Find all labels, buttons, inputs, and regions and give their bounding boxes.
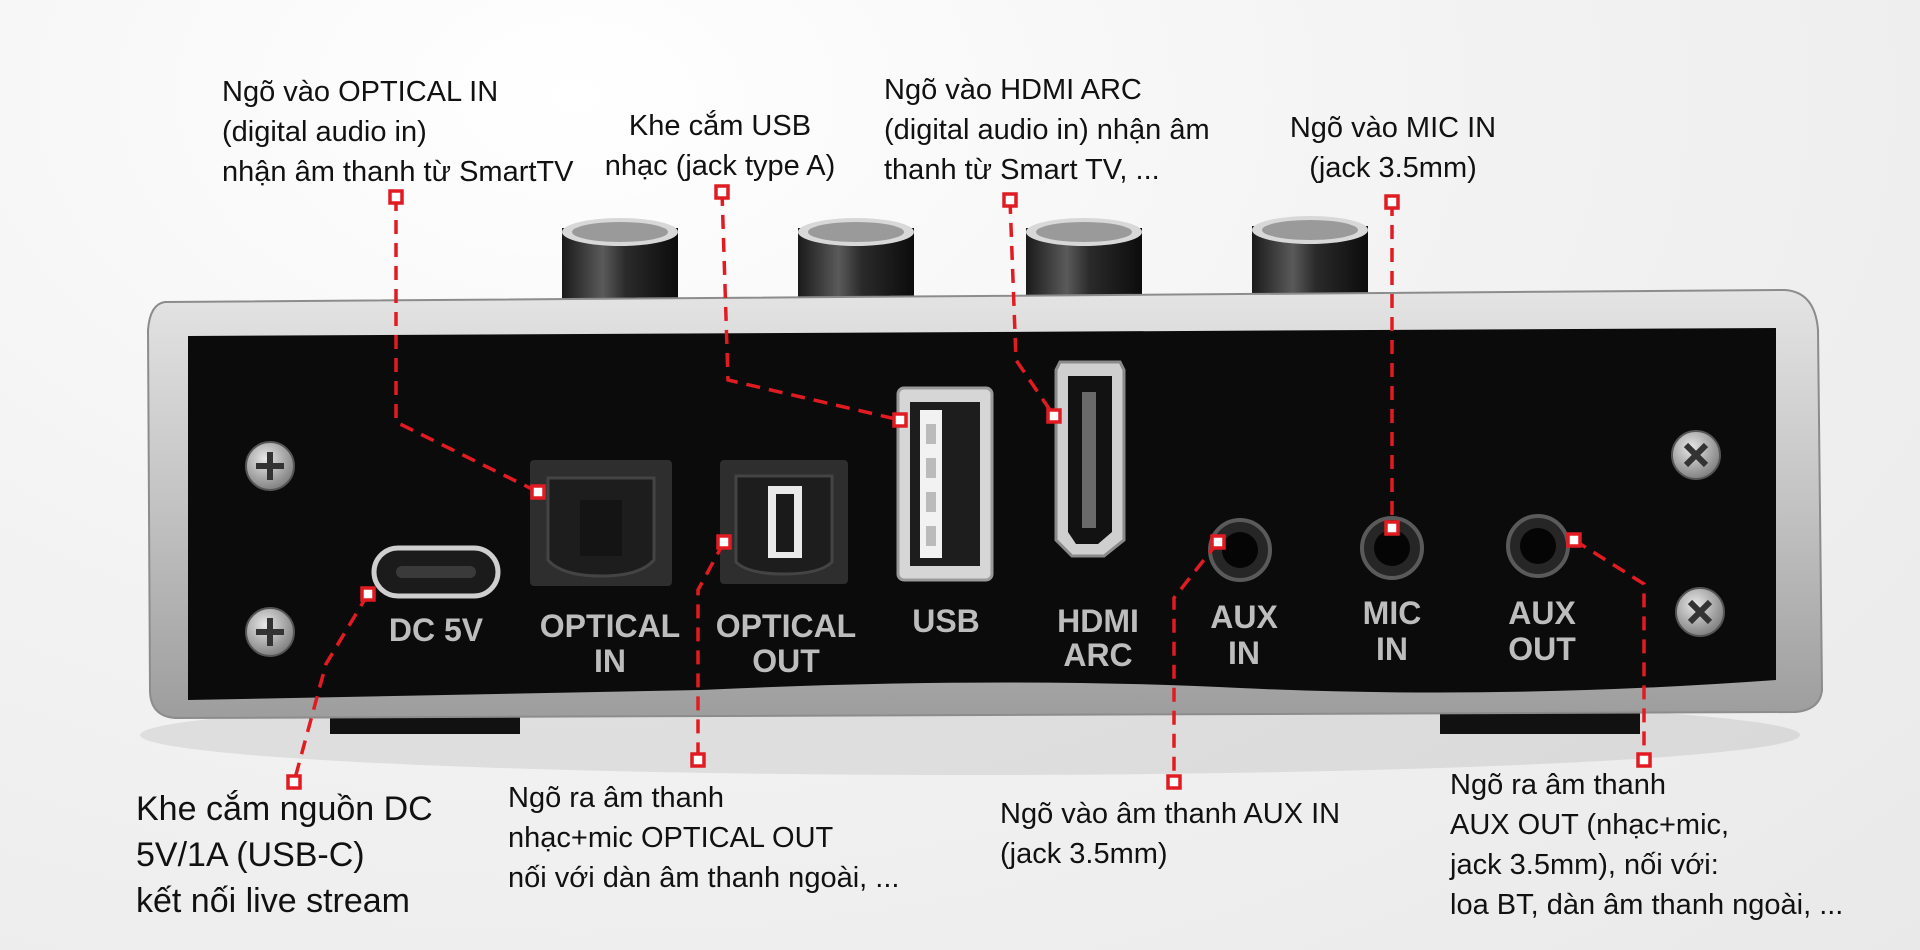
leader-dot — [1384, 194, 1400, 210]
callout-line: nhạc+mic OPTICAL OUT — [508, 822, 834, 854]
callout-aux-out: Ngõ ra âm thanh AUX OUT (nhạc+mic, jack … — [1450, 765, 1843, 925]
hdmi-port — [1054, 360, 1126, 558]
port-label-aux-out: OUT — [1508, 631, 1576, 667]
mic-in-jack — [1360, 516, 1424, 580]
callout-line: nhận âm thanh từ SmartTV — [222, 156, 574, 188]
port-label-aux-out: AUX — [1508, 595, 1576, 631]
callout-line: Ngõ vào âm thanh AUX IN — [1000, 798, 1341, 830]
callout-line: Ngõ ra âm thanh — [1450, 769, 1667, 801]
knob — [798, 218, 914, 308]
port-label-optical-out: OUT — [752, 643, 820, 679]
leader-dot — [690, 752, 706, 768]
leader-dot — [530, 484, 546, 500]
leader-dot — [360, 586, 376, 602]
callout-line: Ngõ vào HDMI ARC — [884, 74, 1142, 106]
aux-in-jack — [1208, 518, 1272, 582]
leader-dot — [1566, 532, 1582, 548]
leader-dot — [1636, 752, 1652, 768]
port-label-hdmi: ARC — [1063, 637, 1132, 673]
leader-dot — [286, 774, 302, 790]
screw — [245, 607, 295, 657]
callout-line: Khe cắm USB — [628, 110, 812, 142]
port-label-aux-in: AUX — [1210, 599, 1278, 635]
callout-line: nối với dàn âm thanh ngoài, ... — [508, 862, 900, 894]
callout-line: (digital audio in) nhận âm — [884, 114, 1210, 146]
usb-c-port — [371, 545, 501, 599]
aux-out-jack — [1506, 514, 1570, 578]
callout-line: Ngõ vào MIC IN — [1289, 112, 1497, 144]
top-knobs — [562, 216, 1368, 308]
optical-out-port — [720, 460, 848, 584]
callout-hdmi-arc: Ngõ vào HDMI ARC (digital audio in) nhận… — [884, 70, 1210, 190]
port-label-dc: DC 5V — [389, 612, 484, 648]
port-label-mic-in: IN — [1376, 631, 1408, 667]
leader-dot — [714, 184, 730, 200]
leader-dot — [1002, 192, 1018, 208]
leader-usb — [720, 191, 901, 422]
screw — [245, 441, 295, 491]
callout-line: (jack 3.5mm) — [1000, 838, 1168, 870]
port-label-optical-in: OPTICAL — [540, 608, 680, 644]
optical-in-port — [530, 460, 672, 586]
port-label-optical-out: OPTICAL — [716, 608, 856, 644]
callout-mic-in: Ngõ vào MIC IN (jack 3.5mm) — [1280, 108, 1506, 188]
leader-hdmi — [1008, 199, 1056, 417]
callout-line: Ngõ vào OPTICAL IN — [222, 76, 499, 108]
leader-dot — [388, 189, 404, 205]
leader-optical-in — [394, 197, 539, 494]
callout-line: AUX OUT (nhạc+mic, — [1450, 809, 1730, 841]
callout-aux-in: Ngõ vào âm thanh AUX IN (jack 3.5mm) — [1000, 794, 1340, 874]
leader-dot — [1384, 520, 1400, 536]
callout-usb: Khe cắm USB nhạc (jack type A) — [600, 106, 840, 186]
leader-aux-in — [1172, 540, 1220, 782]
leader-dot — [1046, 408, 1062, 424]
callout-dc-power: Khe cắm nguồn DC 5V/1A (USB-C) kết nối l… — [136, 786, 433, 924]
callout-line: thanh từ Smart TV, ... — [884, 154, 1160, 186]
callout-line: loa BT, dàn âm thanh ngoài, ... — [1450, 889, 1844, 921]
port-label-optical-in: IN — [594, 643, 626, 679]
callout-line: kết nối live stream — [136, 882, 410, 920]
screw — [1675, 587, 1725, 637]
callout-line: (digital audio in) — [222, 116, 427, 148]
port-label-mic-in: MIC — [1363, 595, 1422, 631]
leader-optical-out — [696, 541, 726, 760]
callout-optical-in: Ngõ vào OPTICAL IN (digital audio in) nh… — [222, 72, 573, 192]
leader-aux-out — [1573, 538, 1646, 760]
callout-optical-out: Ngõ ra âm thanh nhạc+mic OPTICAL OUT nối… — [508, 778, 899, 898]
port-label-aux-in: IN — [1228, 635, 1260, 671]
callout-line: Khe cắm nguồn DC — [136, 790, 433, 828]
callout-line: jack 3.5mm), nối với: — [1450, 849, 1719, 881]
usb-a-port — [896, 386, 994, 582]
leader-dc — [292, 593, 370, 783]
callout-line: nhạc (jack type A) — [604, 150, 836, 182]
callout-line: Ngõ ra âm thanh — [508, 782, 725, 814]
knob — [562, 218, 678, 308]
screw — [1671, 430, 1721, 480]
callout-line: 5V/1A (USB-C) — [136, 836, 365, 874]
port-label-usb: USB — [912, 603, 980, 639]
leader-dot — [1210, 534, 1226, 550]
leader-dot — [892, 412, 908, 428]
leader-dot — [1166, 774, 1182, 790]
callout-line: (jack 3.5mm) — [1309, 152, 1477, 184]
port-label-hdmi: HDMI — [1057, 603, 1139, 639]
leader-lines — [286, 184, 1652, 790]
leader-dot — [716, 534, 732, 550]
